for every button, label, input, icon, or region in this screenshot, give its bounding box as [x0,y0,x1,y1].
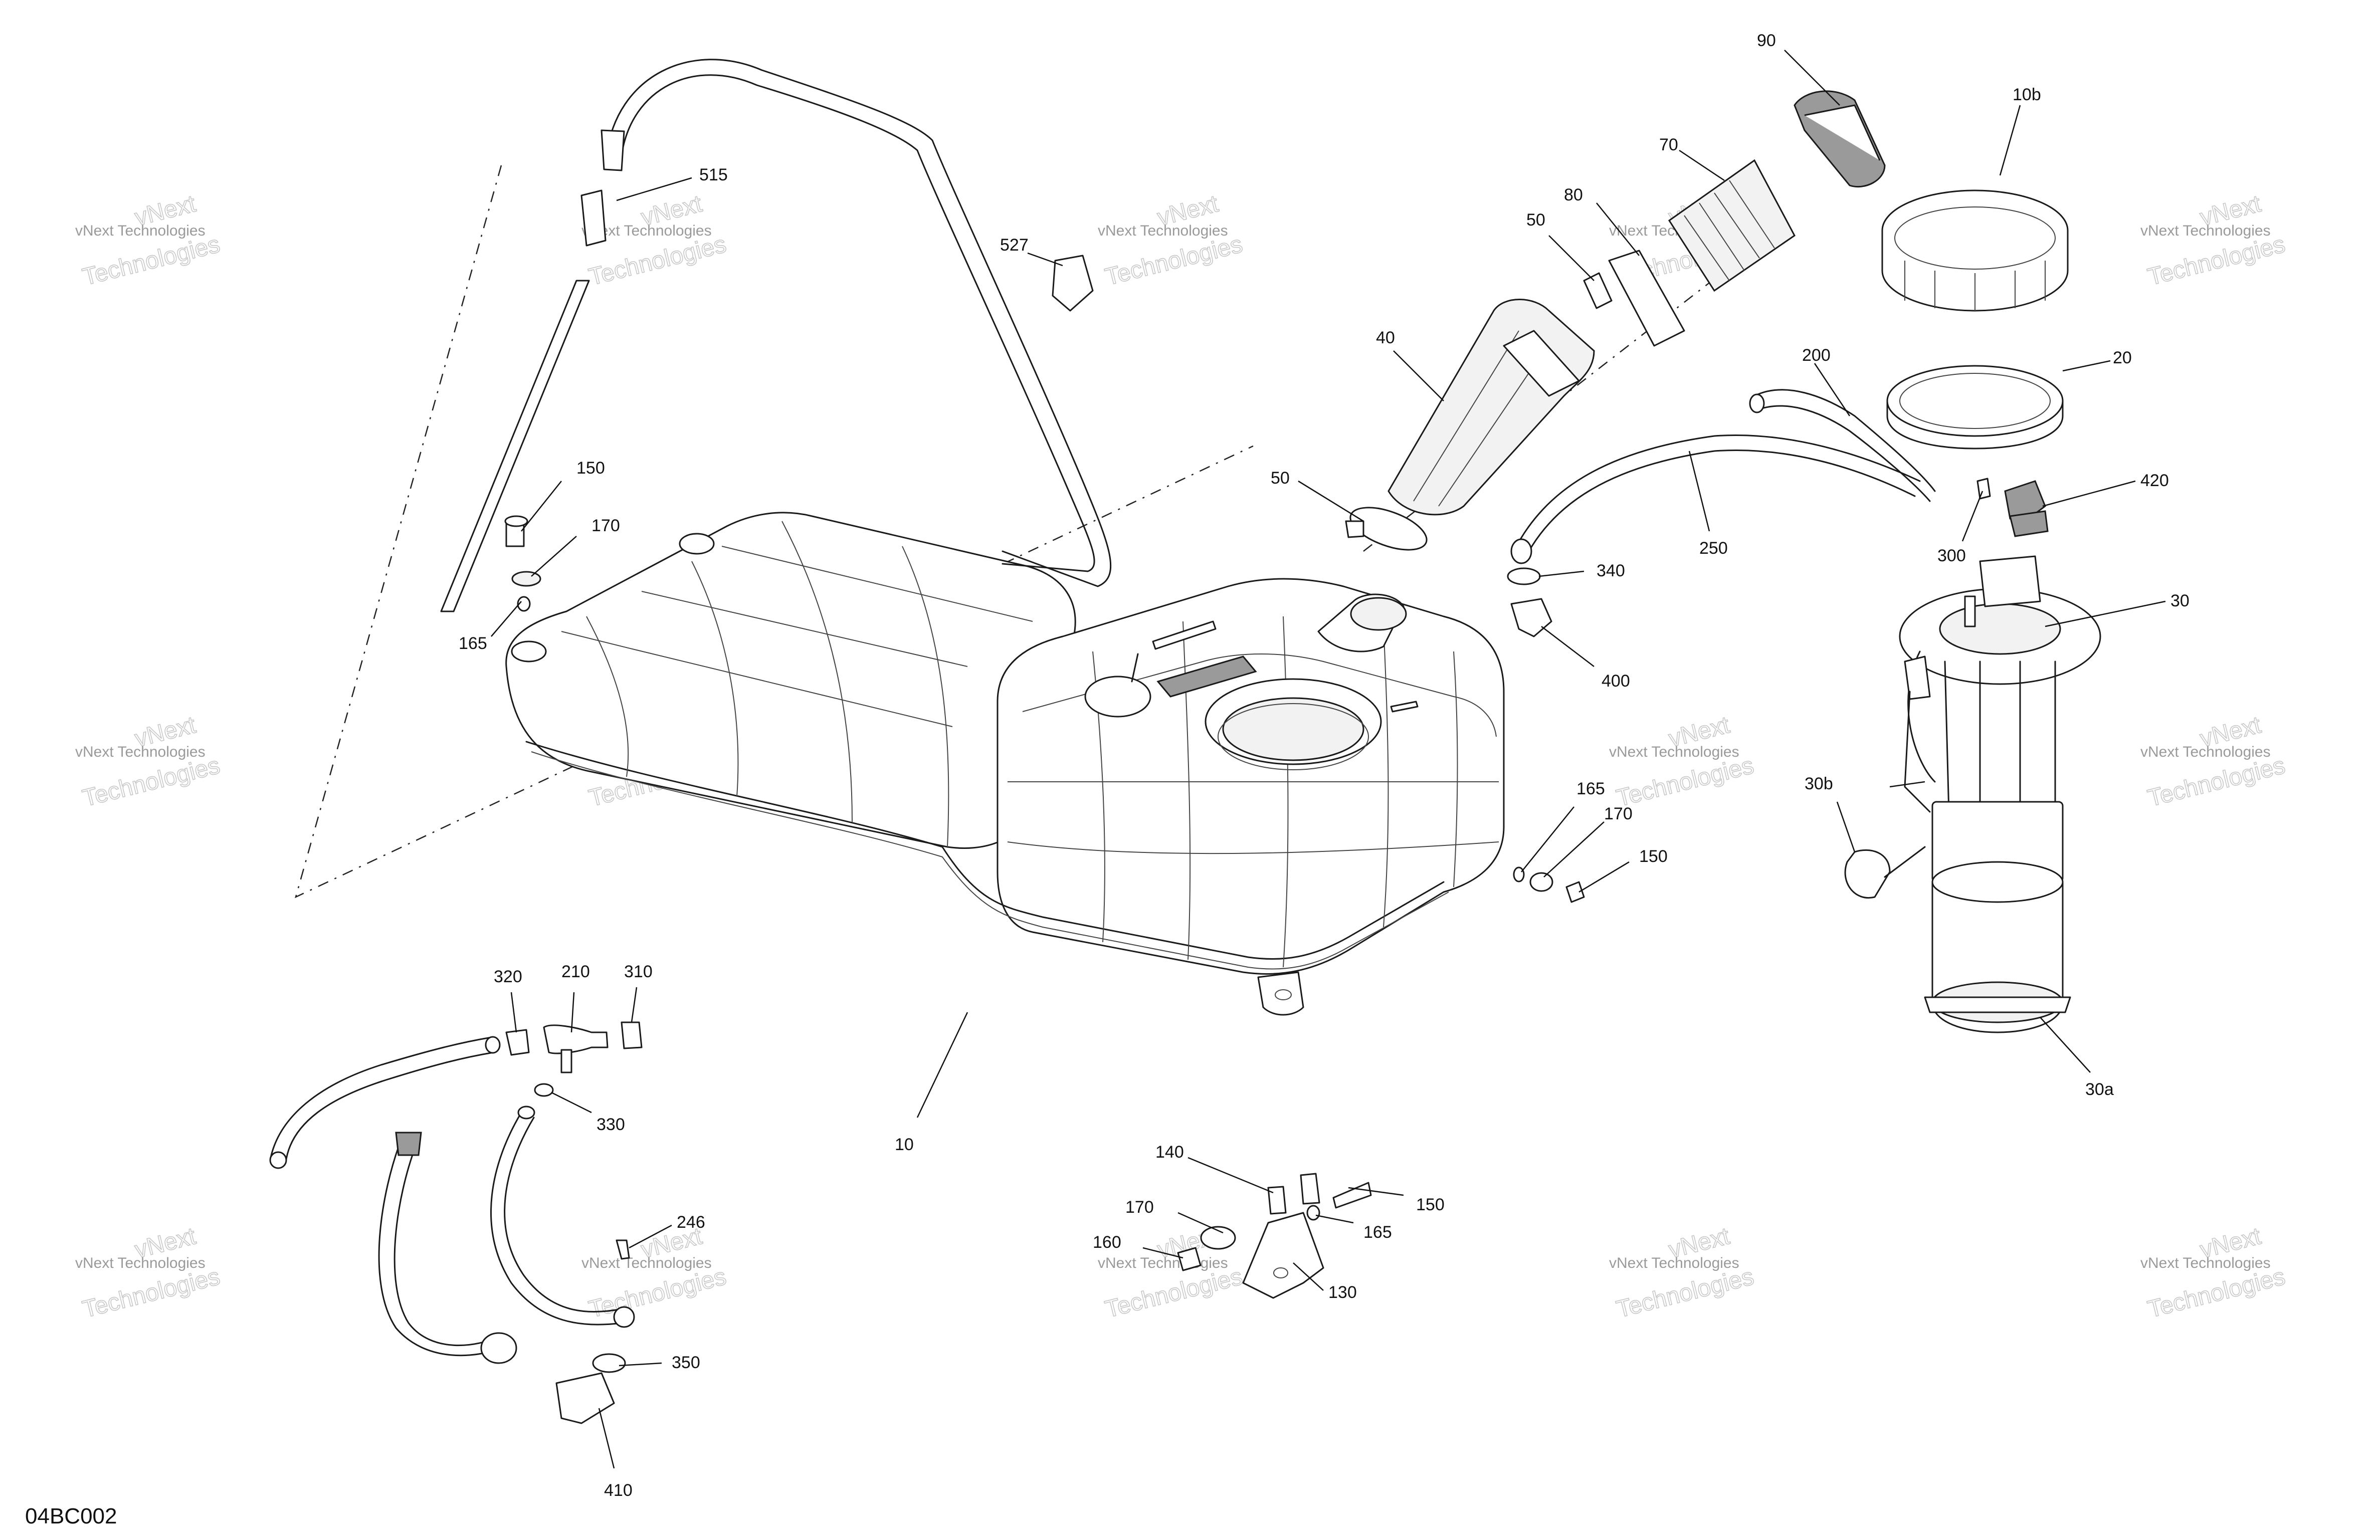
callout-40: 40 [1376,328,1395,347]
callout-130: 130 [1328,1283,1357,1302]
callout-170b: 170 [1604,804,1633,823]
watermark-outline-bottom: Technologies [2145,752,2288,812]
watermark-outline-bottom: Technologies [586,231,729,291]
callout-30b: 30b [1805,774,1833,793]
callout-340: 340 [1597,561,1625,580]
fuel-tank [505,512,1505,1016]
callout-310: 310 [624,962,653,981]
watermark-text: vNext Technologies [581,1255,712,1271]
side-fasteners [1513,866,1585,903]
callout-400: 400 [1602,672,1630,691]
fuel-pump-module [1844,555,2101,1033]
watermark-text: vNext Technologies [1098,223,1228,239]
callout-420: 420 [2140,471,2169,490]
vent-hose-assembly [440,59,1112,612]
watermark-outline-bottom: Technologies [80,1263,223,1323]
callout-140: 140 [1155,1143,1184,1162]
callout-165c: 165 [1363,1223,1392,1242]
watermark-text: vNext Technologies [75,1255,206,1271]
callout-70: 70 [1659,135,1678,154]
callout-150b: 150 [1639,847,1668,866]
watermark-outline-bottom: Technologies [1614,1263,1756,1323]
callout-320: 320 [494,967,522,986]
watermark-text: vNext Technologies [2140,1255,2271,1271]
watermark-outline-bottom: Technologies [1614,752,1756,812]
callout-165: 165 [459,634,487,653]
watermark-text: vNext Technologies [2140,744,2271,760]
watermark-outline-bottom: Technologies [586,1263,729,1323]
watermark-text: vNext Technologies [2140,223,2271,239]
callout-350: 350 [672,1353,700,1372]
callout-170: 170 [591,516,620,535]
callout-210: 210 [561,962,590,981]
callout-246: 246 [677,1213,705,1232]
callout-80: 80 [1564,185,1583,204]
watermark-text: vNext Technologies [1098,1255,1228,1271]
callout-250: 250 [1699,539,1728,558]
callout-50: 50 [1526,210,1545,230]
callout-160: 160 [1093,1233,1121,1252]
callout-20: 20 [2113,348,2132,367]
callout-330: 330 [597,1115,625,1134]
callout-410: 410 [604,1481,633,1500]
watermark-outline-bottom: Technologies [80,752,223,812]
callout-150c: 150 [1416,1195,1445,1214]
watermark-text: vNext Technologies [75,223,206,239]
callout-200: 200 [1802,346,1831,365]
filler-neck-assembly [1345,90,1886,551]
callout-10: 10 [895,1135,914,1154]
callout-300: 300 [1937,546,1966,565]
watermark-text: vNext Technologies [1609,744,1739,760]
watermark-outline-bottom: Technologies [2145,231,2288,291]
callout-30a: 30a [2085,1080,2114,1099]
watermark-outline-bottom: Technologies [1102,231,1245,291]
callout-10b: 10b [2013,85,2041,104]
callout-150: 150 [576,459,605,478]
watermark-text: vNext Technologies [1609,1255,1739,1271]
callout-170c: 170 [1125,1198,1154,1217]
pump-lock-ring-and-seal [1881,189,2069,450]
watermark-outline-bottom: Technologies [2145,1263,2288,1323]
lower-hose-assembly [269,1021,643,1424]
callout-50b: 50 [1271,469,1290,488]
watermark-outline-bottom: Technologies [1102,1263,1245,1323]
fuel-line-assembly [1507,389,2049,637]
watermark-outline-bottom: Technologies [80,231,223,291]
callout-30: 30 [2170,591,2190,610]
callout-515: 515 [699,165,728,184]
callout-labels: 515 527 150 170 165 90 10b 70 80 50 40 5… [459,31,2190,1500]
callout-90: 90 [1757,31,1776,50]
watermark-text: vNext Technologies [75,744,206,760]
callout-527: 527 [1000,236,1029,255]
diagram-reference-code: 04BC002 [25,1504,117,1528]
leader-lines [491,50,2166,1469]
callout-165b: 165 [1576,779,1605,798]
